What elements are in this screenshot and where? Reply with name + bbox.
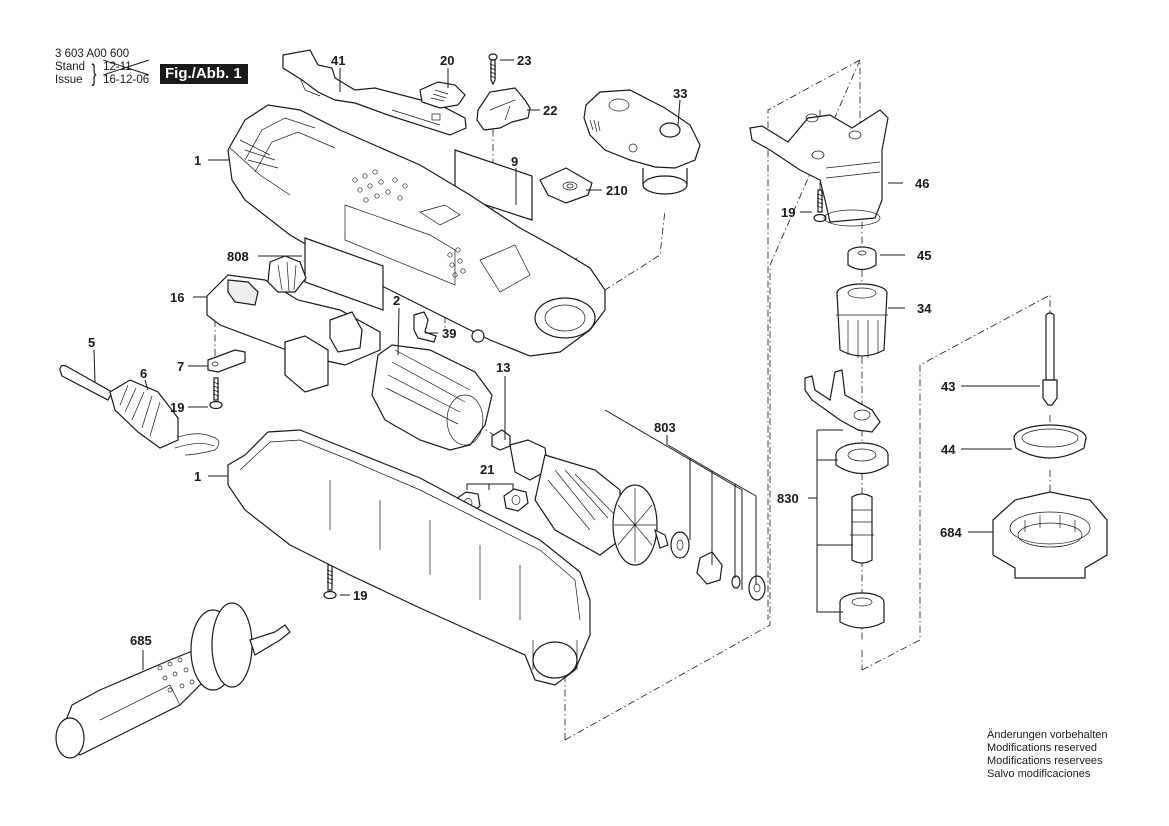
part-830-fork[interactable] xyxy=(804,369,881,433)
label-13: 13 xyxy=(496,360,510,375)
notice-line-es: Salvo modificaciones xyxy=(987,768,1091,780)
label-803: 803 xyxy=(654,420,676,435)
label-1-top: 1 xyxy=(194,153,201,168)
issue-label: Issue xyxy=(55,74,83,86)
part-labels: 1 1 2 5 6 7 9 13 16 19 19 19 20 21 22 23… xyxy=(88,53,962,648)
label-16: 16 xyxy=(170,290,184,305)
part-808-label[interactable] xyxy=(304,237,384,311)
label-23: 23 xyxy=(517,53,531,68)
handle-grip-dots xyxy=(157,657,195,693)
part-41-switch-slider[interactable] xyxy=(282,49,467,136)
part-9-label-plate[interactable] xyxy=(454,149,533,221)
part-21-nut-b[interactable] xyxy=(503,488,529,512)
label-9: 9 xyxy=(511,154,518,169)
document-number: 3 603 A00 600 xyxy=(55,48,130,60)
label-685: 685 xyxy=(130,633,152,648)
modifications-notice: Änderungen vorbehalten Modifications res… xyxy=(987,729,1107,781)
issue-date: 16-12-06 xyxy=(103,74,150,86)
assembly-line-33 xyxy=(564,209,666,311)
part-830-shaft[interactable] xyxy=(850,493,874,564)
part-210-label[interactable] xyxy=(539,167,593,204)
label-45: 45 xyxy=(917,248,931,263)
part-44-ring[interactable] xyxy=(1013,424,1087,459)
notice-line-de: Änderungen vorbehalten xyxy=(987,729,1108,741)
part-684-adapter[interactable] xyxy=(992,491,1108,579)
part-6-strain-relief[interactable] xyxy=(109,379,179,449)
part-19-screw-b[interactable] xyxy=(323,564,337,600)
label-684: 684 xyxy=(940,525,962,540)
part-34-sleeve[interactable] xyxy=(836,283,888,358)
label-43: 43 xyxy=(941,379,955,394)
part-16-switch-board[interactable] xyxy=(206,255,381,393)
part-5-power-cable[interactable] xyxy=(59,364,220,456)
label-21: 21 xyxy=(480,462,494,477)
part-22-clip[interactable] xyxy=(476,87,531,131)
part-46-gear-housing[interactable] xyxy=(749,109,889,227)
part-1-upper-housing[interactable] xyxy=(227,104,606,357)
assembly-line-head xyxy=(767,59,861,620)
label-19-b: 19 xyxy=(353,588,367,603)
part-33-gear-head-cover[interactable] xyxy=(583,89,701,195)
notice-line-fr: Modifications reservees xyxy=(987,755,1103,767)
part-830-bushing[interactable] xyxy=(839,592,885,629)
part-803-armature[interactable] xyxy=(509,439,766,601)
part-20-switch-button[interactable] xyxy=(419,81,466,109)
part-2-stator[interactable] xyxy=(371,344,493,451)
label-22: 22 xyxy=(543,103,557,118)
part-685-auxiliary-handle[interactable] xyxy=(55,602,291,759)
label-20: 20 xyxy=(440,53,454,68)
label-210: 210 xyxy=(606,183,628,198)
brace-icon: } xyxy=(91,60,97,87)
label-19-c: 19 xyxy=(781,205,795,220)
part-23-screw[interactable] xyxy=(488,53,498,86)
part-39-brush-spring[interactable] xyxy=(413,311,437,343)
figure-badge: Fig./Abb. 1 xyxy=(160,64,248,84)
label-34: 34 xyxy=(917,301,932,316)
label-7: 7 xyxy=(177,359,184,374)
part-45-bushing[interactable] xyxy=(847,246,877,271)
grip-dots xyxy=(352,169,466,278)
assembly-line-right xyxy=(861,294,1051,671)
leader-lines xyxy=(93,59,1040,670)
notice-line-en: Modifications reserved xyxy=(987,742,1098,754)
label-6: 6 xyxy=(140,366,147,381)
document-header: 3 603 A00 600 Stand Issue } 12-11 16-12-… xyxy=(55,48,149,87)
label-41: 41 xyxy=(331,53,345,68)
stand-label: Stand xyxy=(55,61,86,73)
part-19-screw-c[interactable] xyxy=(813,189,827,223)
part-1-lower-housing[interactable] xyxy=(227,429,591,686)
label-2: 2 xyxy=(393,293,400,308)
old-date: 12-11 xyxy=(103,61,149,74)
label-39: 39 xyxy=(442,326,456,341)
part-7-cable-clamp[interactable] xyxy=(207,349,246,373)
part-43-pin[interactable] xyxy=(1042,312,1058,406)
part-830-bearing[interactable] xyxy=(835,442,889,475)
part-13-bearing[interactable] xyxy=(491,429,511,451)
label-44: 44 xyxy=(941,442,956,457)
label-5: 5 xyxy=(88,335,95,350)
label-830: 830 xyxy=(777,491,799,506)
label-808: 808 xyxy=(227,249,249,264)
label-46: 46 xyxy=(915,176,929,191)
label-1-bottom: 1 xyxy=(194,469,201,484)
part-19-screw-a[interactable] xyxy=(209,377,223,410)
label-33: 33 xyxy=(673,86,687,101)
label-19-a: 19 xyxy=(170,400,184,415)
